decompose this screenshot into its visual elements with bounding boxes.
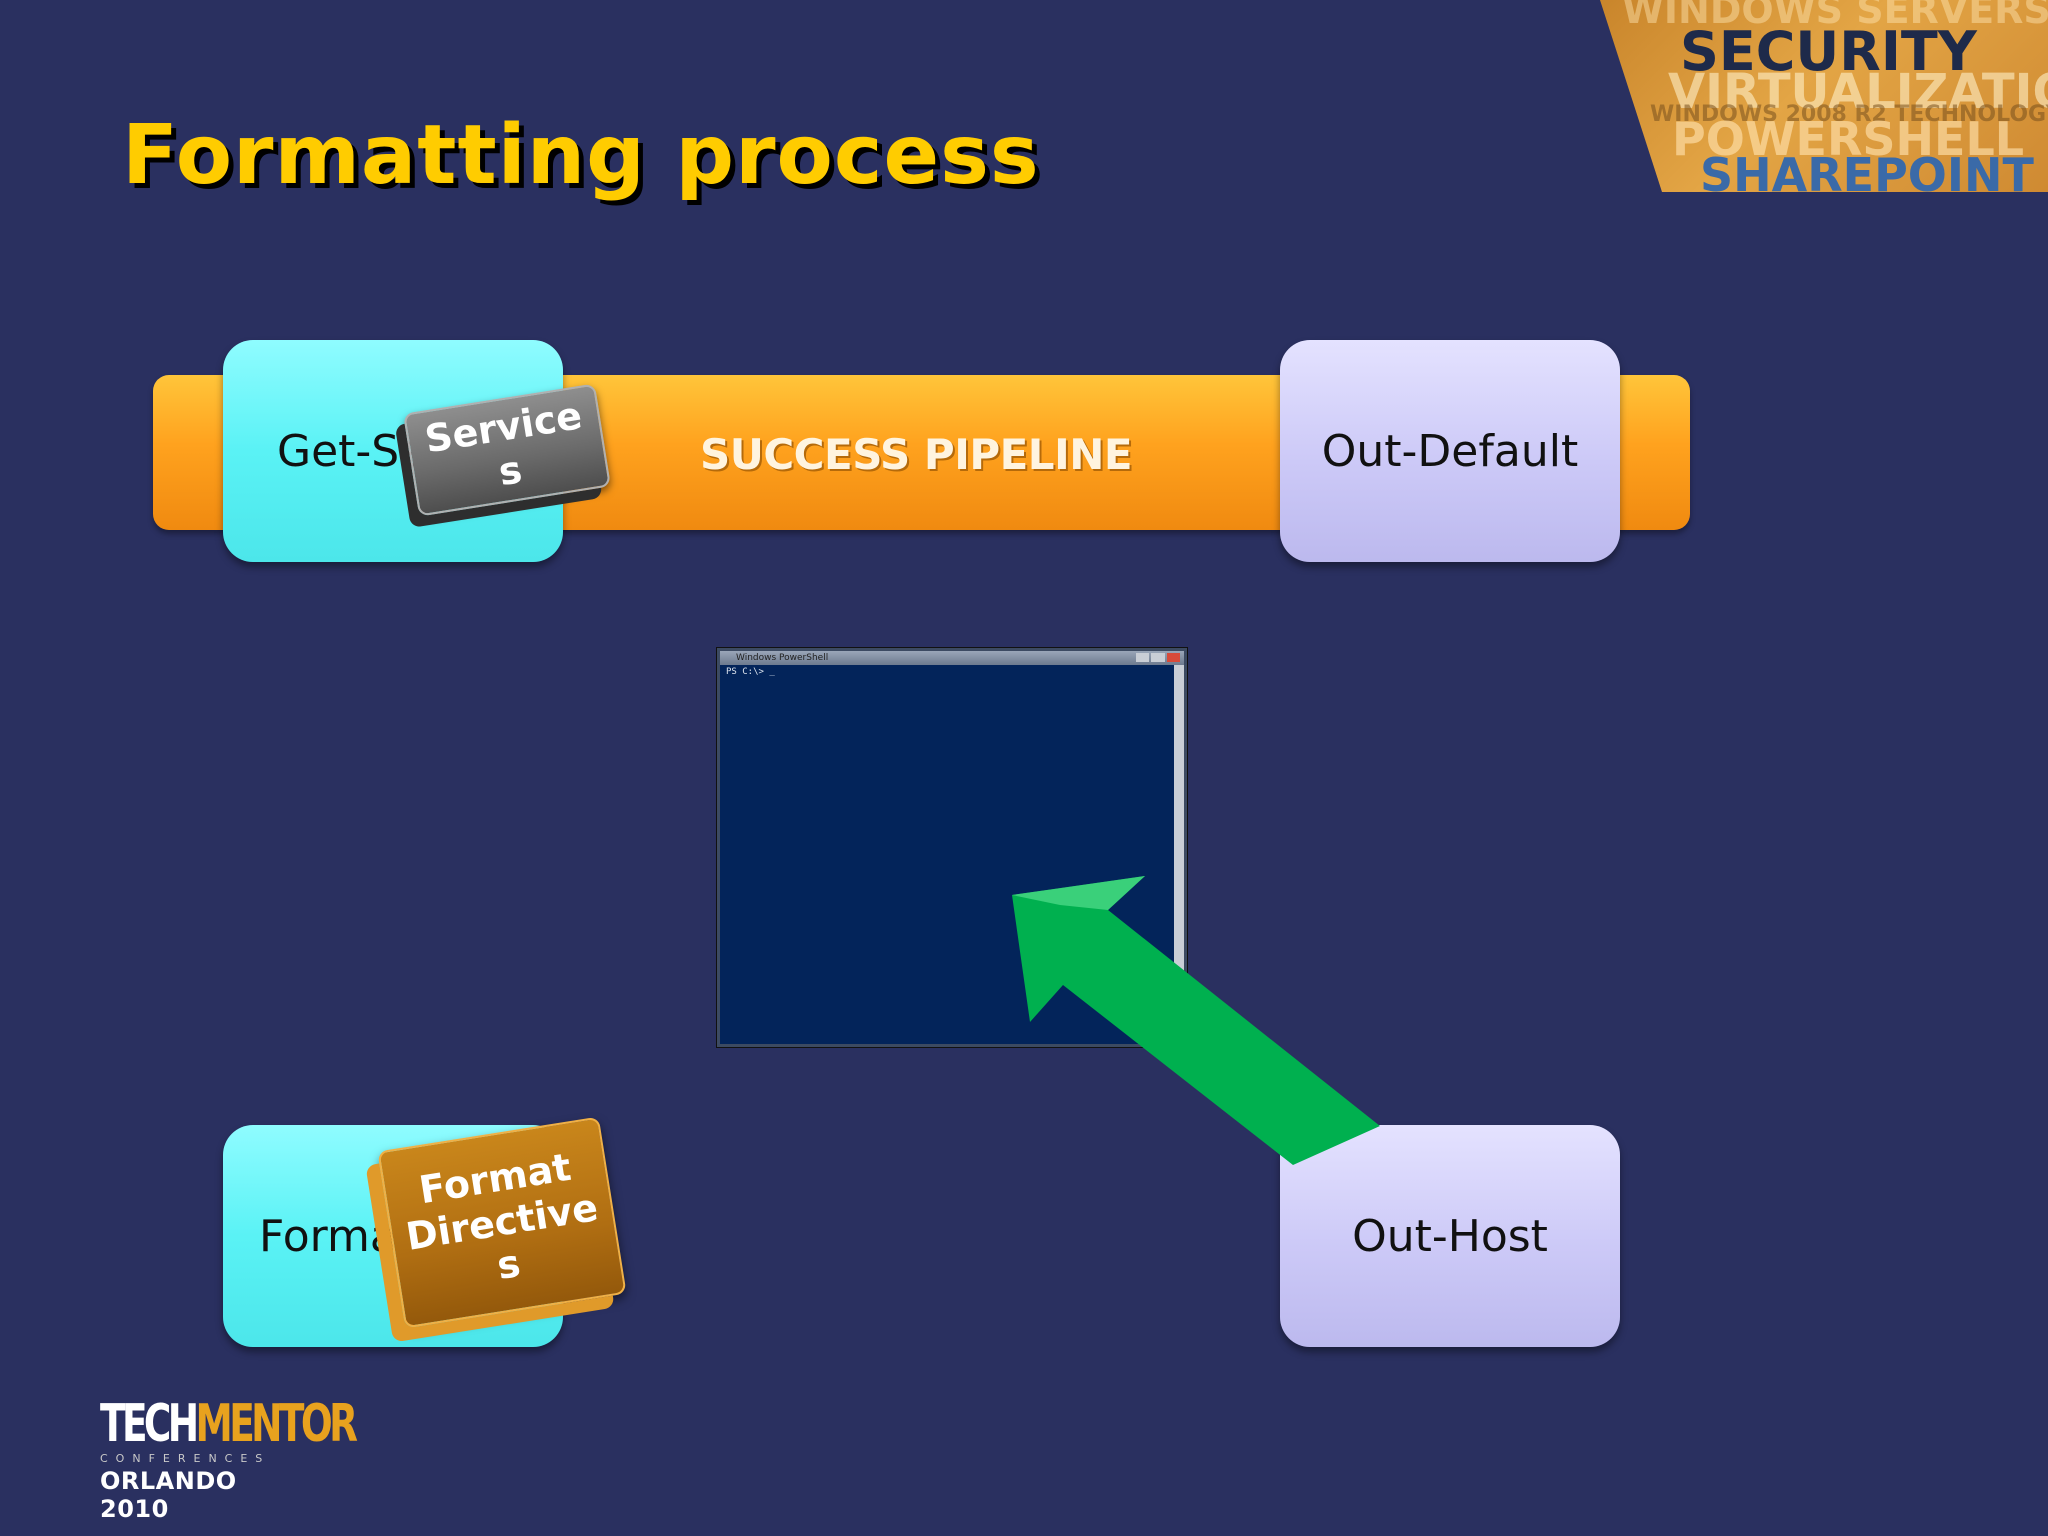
slide-title: Formatting process xyxy=(122,108,1040,203)
banner-line-powershell: POWERSHELL xyxy=(1672,112,2025,166)
console-prompt: PS C:\> _ xyxy=(726,667,775,677)
logo-mentor-text: MENTOR xyxy=(195,1394,358,1454)
maximize-icon xyxy=(1151,653,1165,662)
banner-background xyxy=(1600,0,2048,192)
get-service-label: Get-Se xyxy=(277,425,427,477)
banner-line-virtualization: VIRTUALIZATION xyxy=(1668,64,2048,120)
console-scrollbar xyxy=(1174,665,1184,1044)
logo-conferences-text: CONFERENCES xyxy=(100,1452,271,1465)
console-window-buttons xyxy=(1136,653,1180,662)
banner-line-technology: WINDOWS 2008 R2 TECHNOLOGY xyxy=(1650,102,2048,127)
minimize-icon xyxy=(1136,653,1150,662)
success-pipeline-label: SUCCESS PIPELINE xyxy=(700,430,1133,479)
out-host-label: Out-Host xyxy=(1352,1210,1548,1262)
out-default-label: Out-Default xyxy=(1321,425,1579,477)
techmentor-logo: TECHMENTOR CONFERENCES ORLANDO 2010 xyxy=(100,1398,358,1523)
logo-tech-text: TECH xyxy=(100,1394,199,1454)
console-title-bar: Windows PowerShell xyxy=(720,651,1184,665)
out-host-box: Out-Host xyxy=(1280,1125,1620,1347)
powershell-console-window: Windows PowerShell PS C:\> _ xyxy=(717,648,1187,1047)
conference-banner: WINDOWS SERVERS VIRTUALIZATION WINDOWS 2… xyxy=(1600,0,2048,192)
banner-line-sharepoint: SHAREPOINT xyxy=(1700,148,2034,192)
out-default-box: Out-Default xyxy=(1280,340,1620,562)
logo-wordmark: TECHMENTOR xyxy=(100,1398,358,1450)
format-directives-chip: Format Directive s xyxy=(377,1116,627,1329)
close-icon xyxy=(1166,653,1180,662)
banner-line-security: SECURITY xyxy=(1680,20,1977,83)
banner-line-windows-servers: WINDOWS SERVERS xyxy=(1622,0,2048,32)
format-label: Forma xyxy=(259,1210,397,1262)
logo-city-text: ORLANDO 2010 xyxy=(100,1467,237,1523)
